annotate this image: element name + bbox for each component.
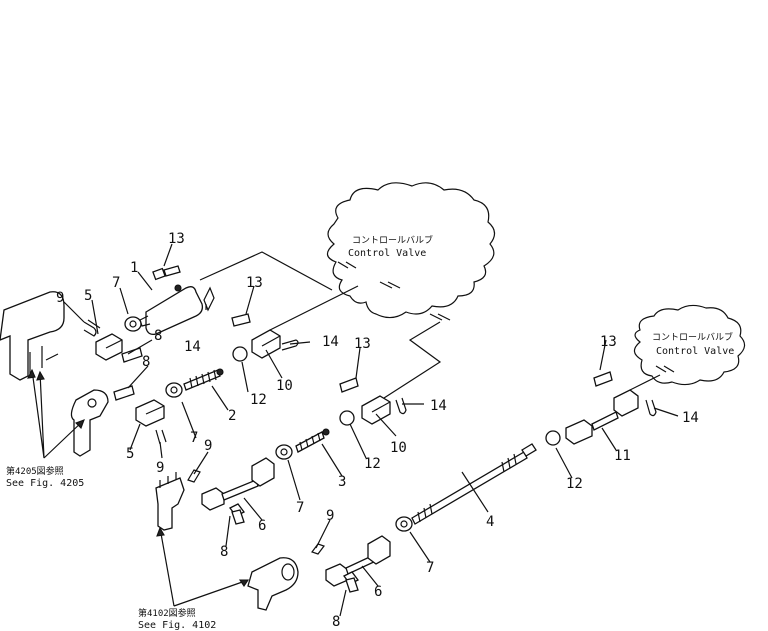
part-14-pin-b bbox=[281, 339, 299, 351]
part-14-pin-a bbox=[203, 286, 215, 312]
part-8-bolt-a bbox=[121, 347, 143, 363]
callout-6a: 6 bbox=[258, 518, 266, 534]
callout-13b: 13 bbox=[246, 275, 263, 291]
callout-9c: 9 bbox=[204, 438, 212, 454]
callout-8a: 8 bbox=[154, 328, 162, 344]
part-7-nut-b bbox=[165, 382, 183, 398]
callout-7c: 7 bbox=[296, 500, 304, 516]
part-1-solenoid bbox=[139, 284, 204, 336]
callout-14d: 14 bbox=[682, 410, 699, 426]
part-13-bolt-c bbox=[339, 377, 359, 393]
callout-5b: 5 bbox=[126, 446, 134, 462]
part-13-bolt-d bbox=[593, 371, 613, 387]
callout-7d: 7 bbox=[426, 560, 434, 576]
part-8-bolt-b bbox=[113, 385, 135, 401]
callout-14a: 14 bbox=[184, 339, 201, 355]
part-6-rod-b bbox=[325, 535, 391, 587]
valve-port-marks bbox=[337, 261, 675, 373]
part-12-nut-c bbox=[545, 430, 561, 446]
callout-5a: 5 bbox=[84, 288, 92, 304]
callout-11: 11 bbox=[614, 448, 631, 464]
part-14-pin-c bbox=[395, 397, 407, 415]
ref-4205-en: See Fig. 4205 bbox=[6, 478, 84, 489]
callout-12c: 12 bbox=[566, 476, 583, 492]
callout-12b: 12 bbox=[364, 456, 381, 472]
callout-numbers: 13 1 7 9 5 8 14 13 8 12 10 14 13 2 5 9 7… bbox=[56, 231, 699, 630]
callout-8b: 8 bbox=[142, 354, 150, 370]
valve-en-label-2: Control Valve bbox=[656, 346, 734, 357]
callout-13d: 13 bbox=[600, 334, 617, 350]
part-8-bolt-c bbox=[229, 503, 245, 525]
leader-lines bbox=[63, 243, 679, 617]
callout-2: 2 bbox=[228, 408, 236, 424]
part-8-bolt-d bbox=[343, 571, 359, 593]
part-13-bolt-a bbox=[152, 265, 181, 281]
callout-3: 3 bbox=[338, 474, 346, 490]
reference-notes: 第4205図参照 See Fig. 4205 第4102図参照 See Fig.… bbox=[6, 465, 216, 631]
part-9-pin-d bbox=[311, 543, 325, 555]
lever-bracket-mid bbox=[155, 472, 185, 531]
ref-4102-en: See Fig. 4102 bbox=[138, 620, 216, 631]
callout-9a: 9 bbox=[56, 290, 64, 306]
callout-13c: 13 bbox=[354, 336, 371, 352]
valve-jp-label-1: コントロールバルブ bbox=[352, 234, 433, 246]
connection-lines bbox=[199, 251, 661, 399]
part-10-clevis-a bbox=[251, 329, 281, 359]
part-7-nut-d bbox=[395, 516, 413, 532]
callout-1: 1 bbox=[130, 260, 138, 276]
part-6-rod-a bbox=[201, 457, 275, 511]
part-9-pin-c bbox=[187, 469, 201, 483]
reference-arrows bbox=[27, 368, 250, 607]
callout-9b: 9 bbox=[156, 460, 164, 476]
ref-4102-jp: 第4102図参照 bbox=[138, 607, 196, 619]
part-13-bolt-b bbox=[231, 313, 251, 327]
part-9-pin-a bbox=[83, 319, 101, 337]
callout-6b: 6 bbox=[374, 584, 382, 600]
lever-bracket-4102 bbox=[247, 557, 299, 611]
valve-jp-label-2: コントロールバルブ bbox=[652, 331, 733, 343]
part-5-clevis-a bbox=[95, 333, 123, 361]
part-9-pin-b bbox=[155, 429, 167, 445]
callout-14b: 14 bbox=[322, 334, 339, 350]
part-3-rod-end bbox=[295, 428, 330, 453]
part-14-pin-d bbox=[645, 399, 657, 417]
callout-8d: 8 bbox=[332, 614, 340, 630]
lever-bracket-4205 bbox=[0, 291, 109, 457]
callout-12a: 12 bbox=[250, 392, 267, 408]
callout-9d: 9 bbox=[326, 508, 334, 524]
callout-10a: 10 bbox=[276, 378, 293, 394]
ref-4205-jp: 第4205図参照 bbox=[6, 465, 64, 477]
callout-10b: 10 bbox=[390, 440, 407, 456]
control-valve-cloud-main bbox=[326, 182, 496, 319]
callout-7a: 7 bbox=[112, 275, 120, 291]
part-5-clevis-b bbox=[135, 399, 165, 427]
callout-8c: 8 bbox=[220, 544, 228, 560]
part-10-clevis-b bbox=[361, 395, 391, 425]
part-7-nut-a bbox=[124, 316, 142, 332]
part-12-nut-a bbox=[232, 346, 248, 362]
part-4-long-rod bbox=[411, 443, 537, 525]
part-11-rod bbox=[565, 389, 639, 445]
callout-13a: 13 bbox=[168, 231, 185, 247]
part-7-nut-c bbox=[275, 444, 293, 460]
part-12-nut-b bbox=[339, 410, 355, 426]
valve-en-label-1: Control Valve bbox=[348, 248, 426, 259]
callout-7b: 7 bbox=[190, 430, 198, 446]
part-2-rod-end bbox=[183, 368, 224, 391]
callout-4: 4 bbox=[486, 514, 494, 530]
callout-14c: 14 bbox=[430, 398, 447, 414]
control-valve-cloud-right bbox=[633, 304, 746, 386]
